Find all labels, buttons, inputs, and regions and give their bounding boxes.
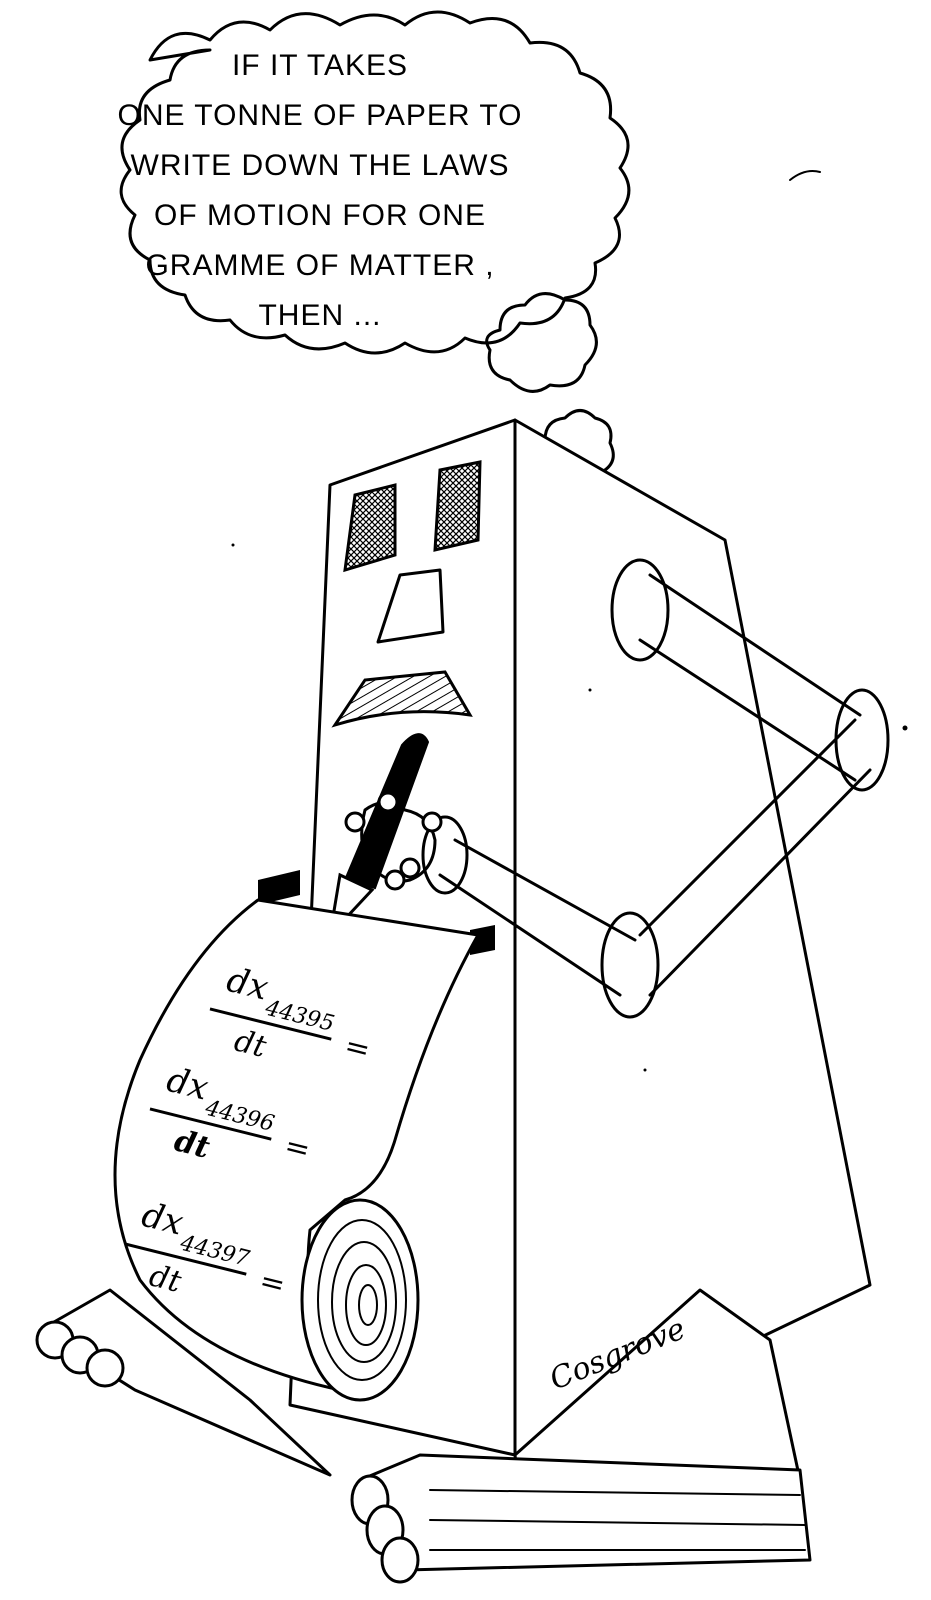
eq1-numerator: dx — [223, 960, 272, 1009]
robot-hand — [327, 733, 443, 940]
bubble-line-2: ONE TONNE OF PAPER TO — [118, 99, 523, 132]
stray-arc — [789, 170, 821, 181]
robot-nose — [376, 568, 445, 644]
bubble-line-4: OF MOTION FOR ONE — [154, 199, 486, 232]
robot-arm — [421, 558, 890, 1019]
paper-scroll — [113, 870, 495, 1402]
eq3-numerator: dx — [138, 1195, 187, 1244]
robot-feet — [35, 1288, 812, 1584]
specks — [231, 543, 908, 1072]
robot-eye-right — [433, 460, 482, 552]
robot-face — [331, 460, 482, 728]
bubble-line-3: WRITE DOWN THE LAWS — [131, 149, 510, 182]
eq2-denominator: dt — [171, 1123, 213, 1165]
bubble-line-5: GRAMME OF MATTER , — [145, 249, 494, 282]
robot-eye-left — [343, 483, 397, 573]
eq2-numerator: dx — [163, 1060, 212, 1109]
bubble-line-6: THEN ... — [258, 299, 381, 332]
equation-2: dx 44396 dt = — [149, 1060, 314, 1168]
robot-mouth — [331, 670, 473, 728]
thought-bubble: IF IT TAKES ONE TONNE OF PAPER TO WRITE … — [118, 10, 631, 355]
bubble-line-1: IF IT TAKES — [232, 49, 408, 82]
